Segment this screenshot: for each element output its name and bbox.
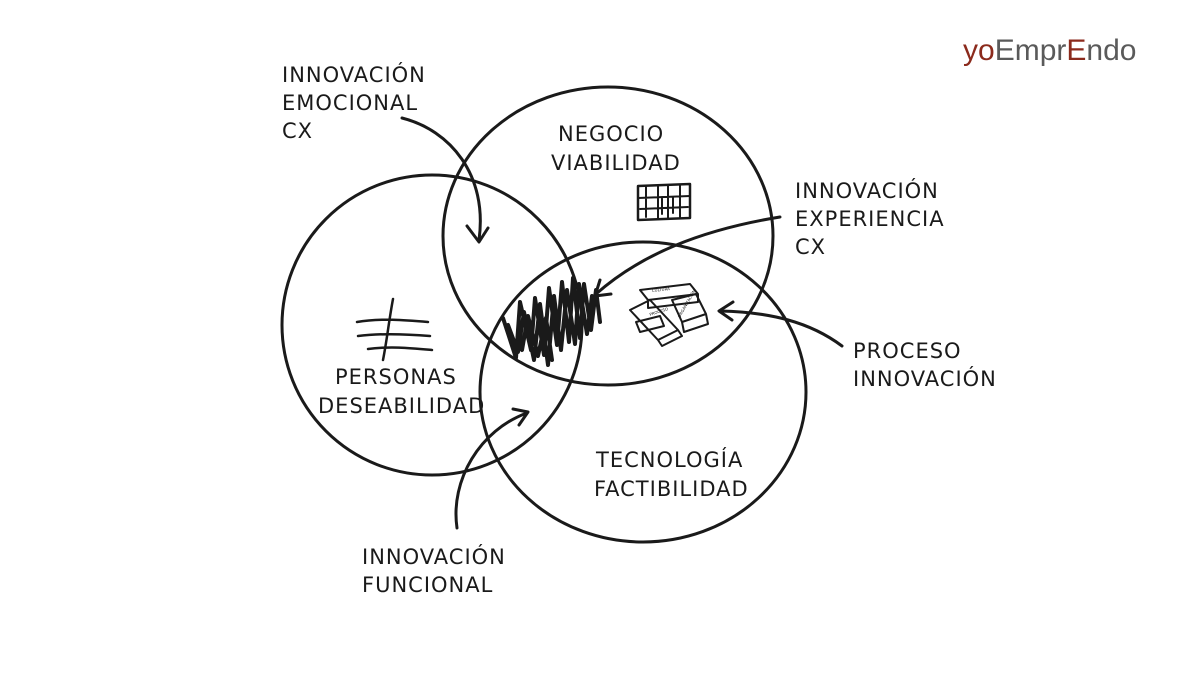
emocional-line3: CX (282, 119, 313, 143)
arrow-funcional (456, 409, 528, 528)
personas-line2: DESEABILIDAD (318, 394, 485, 418)
personas-line1: PERSONAS (335, 365, 457, 389)
label-personas: PERSONAS DESEABILIDAD (318, 365, 485, 418)
negocio-line1: NEGOCIO (558, 122, 664, 146)
logo: yoEmprEndo (963, 34, 1136, 67)
arrow-proceso (719, 302, 842, 346)
blocks-icon: CULTURA PROCESO ORGANIZACIÓN (630, 284, 708, 346)
logo-part-ndo: ndo (1086, 34, 1136, 67)
logo-part-empr: Empr (995, 34, 1067, 67)
proceso-line1: PROCESO (853, 339, 962, 363)
tecnologia-line2: FACTIBILIDAD (594, 477, 749, 501)
negocio-line2: VIABILIDAD (551, 151, 681, 175)
label-negocio: NEGOCIO VIABILIDAD (551, 122, 681, 175)
emocional-line1: INNOVACIÓN (282, 62, 426, 87)
experiencia-line2: EXPERIENCIA (795, 207, 945, 231)
logo-part-e: E (1066, 34, 1086, 67)
funcional-line1: INNOVACIÓN (362, 544, 506, 569)
emocional-line2: EMOCIONAL (282, 91, 418, 115)
center-scribble (503, 278, 600, 365)
annotation-funcional: INNOVACIÓN FUNCIONAL (362, 544, 506, 597)
experiencia-line1: INNOVACIÓN (795, 178, 939, 203)
logo-part-yo: yo (963, 34, 995, 67)
label-tecnologia: TECNOLOGÍA FACTIBILIDAD (594, 447, 749, 501)
tension-icon (357, 299, 432, 360)
proceso-line2: INNOVACIÓN (853, 366, 997, 391)
annotation-proceso: PROCESO INNOVACIÓN (853, 339, 997, 391)
blocks-label-cultura: CULTURA (652, 286, 671, 293)
annotation-emocional: INNOVACIÓN EMOCIONAL CX (282, 62, 426, 143)
experiencia-line3: CX (795, 235, 826, 259)
tecnologia-line1: TECNOLOGÍA (595, 447, 743, 472)
building-icon (638, 184, 690, 220)
annotation-experiencia: INNOVACIÓN EXPERIENCIA CX (795, 178, 945, 259)
funcional-line2: FUNCIONAL (362, 573, 493, 597)
